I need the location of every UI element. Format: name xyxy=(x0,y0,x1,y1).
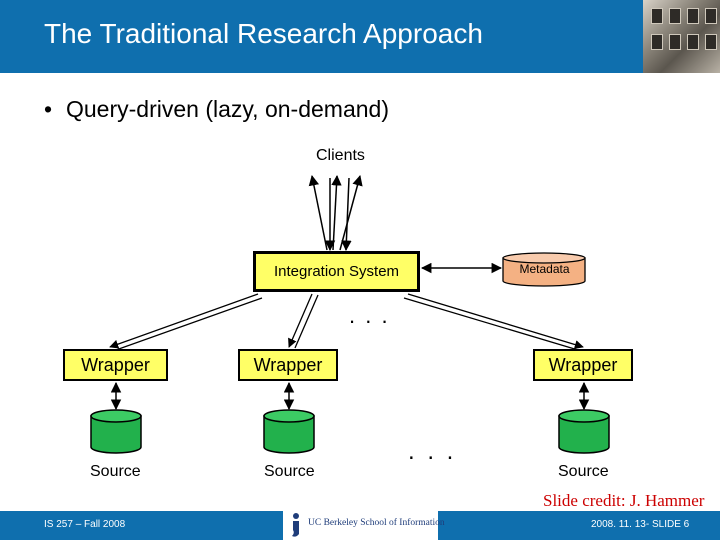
wrapper-arrows xyxy=(109,293,584,351)
footer-slide-number: 2008. 11. 13- SLIDE 6 xyxy=(591,519,690,530)
slide-credit: Slide credit: J. Hammer xyxy=(543,491,705,510)
metadata-label: Metadata xyxy=(519,262,570,276)
ischool-logo-icon xyxy=(292,513,299,537)
wrapper-box: Wrapper xyxy=(63,349,168,381)
source-arrows xyxy=(110,381,590,411)
source-label: Source xyxy=(90,463,141,480)
slide-header xyxy=(0,0,720,73)
database-icon xyxy=(90,409,142,454)
wrapper-box: Wrapper xyxy=(533,349,633,381)
bullet-text: Query-driven (lazy, on-demand) xyxy=(66,96,389,122)
bullet-dot-icon: • xyxy=(44,96,53,122)
source-label: Source xyxy=(558,463,609,480)
source-label: Source xyxy=(264,463,315,480)
integration-system-box: Integration System xyxy=(253,251,420,292)
slide-title: The Traditional Research Approach xyxy=(44,18,483,49)
header-building-photo xyxy=(643,0,720,73)
footer-course: IS 257 – Fall 2008 xyxy=(44,519,126,530)
bullet-point: • Query-driven (lazy, on-demand) xyxy=(44,96,389,123)
ellipsis-upper: . . . xyxy=(349,303,390,328)
clients-label: Clients xyxy=(316,147,365,164)
database-icon xyxy=(263,409,315,454)
ellipsis-lower: . . . xyxy=(408,438,457,465)
school-logo: UC Berkeley School of Information xyxy=(283,509,445,540)
wrapper-box: Wrapper xyxy=(238,349,338,381)
metadata-cylinder-icon xyxy=(502,252,586,287)
logo-text: UC Berkeley School of Information xyxy=(308,518,445,528)
database-icon xyxy=(558,409,610,454)
client-arrows xyxy=(308,174,363,252)
